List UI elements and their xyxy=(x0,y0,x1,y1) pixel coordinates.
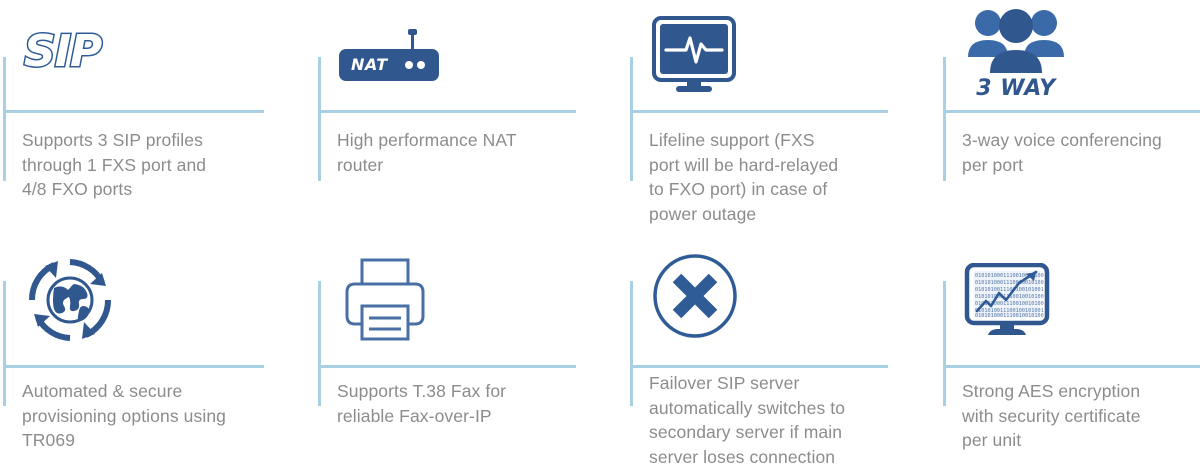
svg-text:0101010001110010010100: 0101010001110010010100 xyxy=(975,301,1044,307)
nat-router-icon: NAT xyxy=(339,29,443,85)
feature-card-three-way-conferencing: 3 WAY 3-way voice conferencing per port xyxy=(940,0,1200,234)
feature-description: High performance NAT router xyxy=(337,130,517,175)
vertical-rule xyxy=(943,57,946,181)
three-way-group: 3 WAY xyxy=(964,7,1068,101)
feature-card-aes-encryption: 0101010001110010010100 01010100011100100… xyxy=(940,234,1200,469)
feature-description: 3-way voice conferencing per port xyxy=(962,130,1162,175)
horizontal-rule xyxy=(943,365,1200,368)
horizontal-rule xyxy=(3,110,264,113)
icon-zone xyxy=(22,234,315,365)
feature-description: Supports T.38 Fax for reliable Fax-over-… xyxy=(337,381,507,426)
printer-fax-icon xyxy=(345,258,425,340)
icon-zone xyxy=(649,234,940,357)
feature-description: Automated & secure provisioning options … xyxy=(22,381,226,450)
monitor-binary-chart-icon: 0101010001110010010100 01010100011100100… xyxy=(964,262,1050,335)
horizontal-rule xyxy=(943,110,1200,113)
feature-card-sip-profiles: SIP Supports 3 SIP profiles through 1 FX… xyxy=(0,0,315,234)
icon-zone: NAT xyxy=(337,0,627,110)
vertical-rule xyxy=(943,281,946,406)
feature-card-t38-fax: Supports T.38 Fax for reliable Fax-over-… xyxy=(315,234,627,469)
feature-description: Strong AES encryption with security cert… xyxy=(962,381,1141,450)
svg-text:0101010011100100101001: 0101010011100100101001 xyxy=(975,287,1044,293)
svg-text:0101010001110010010100: 0101010001110010010100 xyxy=(975,313,1044,319)
feature-card-lifeline-support: Lifeline support (FXS port will be hard-… xyxy=(627,0,940,234)
three-users-icon xyxy=(968,9,1064,73)
globe-refresh-icon xyxy=(28,258,112,341)
feature-card-failover-sip-server: Failover SIP server automatically switch… xyxy=(627,234,940,469)
led-dot xyxy=(417,61,425,69)
antenna-shaft xyxy=(411,31,414,51)
antenna-tip xyxy=(408,29,417,35)
vertical-rule xyxy=(318,281,321,406)
vertical-rule xyxy=(318,57,321,181)
icon-zone xyxy=(337,234,627,365)
vertical-rule xyxy=(3,281,6,406)
monitor-heartbeat-icon xyxy=(652,16,736,92)
vertical-rule xyxy=(3,57,6,181)
svg-text:0101010001110010010100: 0101010001110010010100 xyxy=(975,273,1044,279)
icon-zone: 0101010001110010010100 01010100011100100… xyxy=(962,234,1200,365)
led-dot xyxy=(405,61,413,69)
three-way-label: 3 WAY xyxy=(976,76,1056,101)
icon-zone: SIP xyxy=(22,0,315,110)
horizontal-rule xyxy=(3,365,264,368)
icon-zone: 3 WAY xyxy=(962,0,1200,110)
feature-description: Lifeline support (FXS port will be hard-… xyxy=(649,130,839,224)
icon-zone xyxy=(649,0,940,110)
feature-card-automated-provisioning: Automated & secure provisioning options … xyxy=(0,234,315,469)
circle-x-icon xyxy=(653,253,737,338)
horizontal-rule xyxy=(318,110,576,113)
vertical-rule xyxy=(630,281,633,406)
sip-logo-icon: SIP xyxy=(22,26,103,77)
svg-text:0101010011100100101001: 0101010011100100101001 xyxy=(975,308,1044,314)
feature-description: Supports 3 SIP profiles through 1 FXS po… xyxy=(22,130,207,199)
nat-label: NAT xyxy=(351,55,388,74)
horizontal-rule xyxy=(318,365,576,368)
svg-text:0101010001110010010100: 0101010001110010010100 xyxy=(975,280,1044,286)
feature-description: Failover SIP server automatically switch… xyxy=(649,373,846,467)
vertical-rule xyxy=(630,57,633,181)
feature-card-nat-router: NAT High performance NAT router xyxy=(315,0,627,234)
horizontal-rule xyxy=(630,365,888,368)
horizontal-rule xyxy=(630,110,888,113)
